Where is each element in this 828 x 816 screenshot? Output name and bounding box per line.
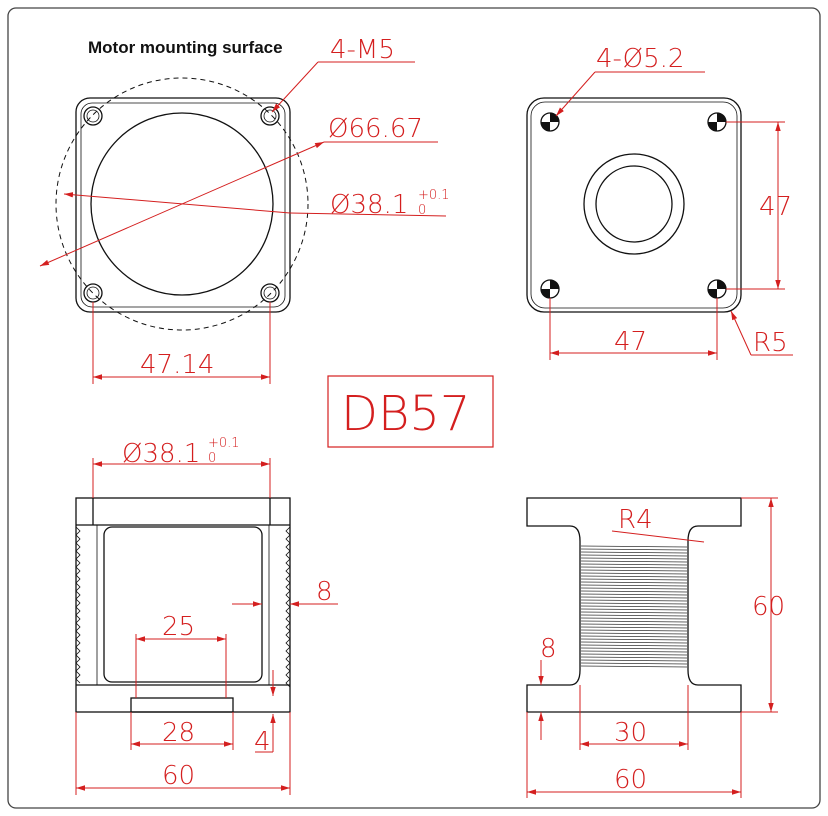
coil-line [580,605,688,608]
coil-line [580,584,688,587]
coil-line [580,590,688,593]
coil-line [580,665,688,668]
coil-line [580,569,688,572]
side-bore-tol-lower: 0 [208,451,216,466]
side-bore-label: Ø38.1 [122,439,200,469]
motor-mounting-surface-note: Motor mounting surface [88,38,283,57]
profile-view: R4 60 8 30 60 [526,497,785,798]
coil-line [580,593,688,596]
coil-line [580,548,688,551]
depth-label: 8 [316,577,333,607]
hole-spacing-label: 47.14 [140,350,214,380]
coil-line [580,581,688,584]
motor-mount-face-view: Motor mounting surface 4-M5 Ø66.67 Ø38.1… [39,35,450,384]
coil-line [580,545,688,548]
coil-line [580,572,688,575]
boss [130,697,234,713]
bore-dim-line [63,192,291,214]
fillet-leader [611,530,705,543]
flange-inner-edge [530,101,738,309]
coil-line [580,566,688,569]
model-title: DB57 [341,386,470,442]
title-block: DB57 [327,375,494,448]
boss-height-label: 4 [254,727,271,757]
coil-line [580,602,688,605]
corner-radius-leader [730,310,752,356]
coil-line [580,551,688,554]
coil-line [580,662,688,665]
coil-line [580,653,688,656]
mount-plate-outline [75,97,291,313]
coil-line [580,659,688,662]
coil-line [580,647,688,650]
center-bore-outer [583,153,685,255]
right-thread-pattern [285,526,291,688]
coil-line [580,560,688,563]
coil-line [580,620,688,623]
fillet-label: R4 [618,505,653,535]
vertical-spacing-label: 47 [759,192,792,222]
coil-line [580,587,688,590]
coil-line [580,650,688,653]
pitch-circle-label: Ø66.67 [328,114,423,144]
coil-line [580,641,688,644]
coil-line [580,596,688,599]
side-bore-tol-upper: +0.1 [208,436,240,451]
coil-line [580,614,688,617]
through-holes [540,112,727,299]
bore-dim-shelf [289,212,447,217]
drawing-frame [7,7,821,809]
coil-line [580,554,688,557]
horizontal-spacing-label: 47 [614,327,647,357]
coil-line [580,617,688,620]
flange-thickness-label: 8 [540,634,557,664]
profile-overall-width-label: 60 [614,765,647,795]
waist-width-label: 30 [614,718,647,748]
flange-face-view: 4-Ø5.2 47 47 R5 [526,44,793,360]
mount-plate-inner-edge [80,102,286,308]
coil-line [580,626,688,629]
boss-width-label: 28 [162,718,195,748]
coil-line [580,599,688,602]
hole-label: 4-Ø5.2 [596,44,684,74]
inner-width-label: 25 [162,612,195,642]
side-overall-width-label: 60 [162,761,195,791]
coil-line [580,632,688,635]
coil-windings [580,545,688,668]
coil-line [580,629,688,632]
coil-line [580,656,688,659]
coil-line [580,563,688,566]
coil-line [580,578,688,581]
coil-line [580,635,688,638]
coil-line [580,623,688,626]
thread-holes [83,106,280,303]
coil-line [580,608,688,611]
bore-tol-upper: +0.1 [418,188,450,203]
corner-radius-label: R5 [753,328,788,358]
coil-line [580,575,688,578]
coil-line [580,644,688,647]
left-thread-pattern [75,526,81,684]
side-body-outline [75,497,291,713]
coil-line [580,557,688,560]
m5-label: 4-M5 [330,35,395,65]
bore-label: Ø38.1 [330,190,408,220]
section-side-view: Ø38.1 +0.1 0 8 25 28 4 60 [75,436,338,795]
bore-tol-lower: 0 [418,203,426,218]
hole-leader [555,71,596,117]
coil-line [580,638,688,641]
height-label: 60 [752,592,785,622]
center-bore-inner [595,165,673,243]
flange-outline [526,97,742,313]
m5-leader [271,61,319,113]
coil-line [580,611,688,614]
